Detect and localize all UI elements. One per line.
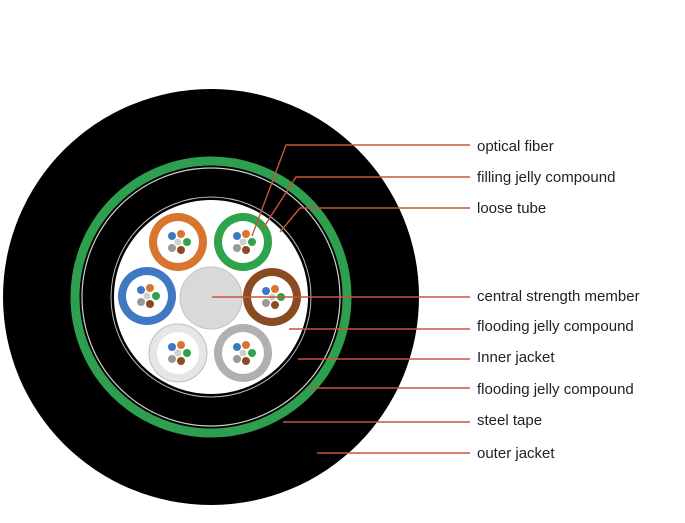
leader-loose-tube xyxy=(279,207,470,233)
label-filling-jelly-compound: filling jelly compound xyxy=(477,169,615,186)
label-optical-fiber: optical fiber xyxy=(477,138,554,155)
label-steel-tape: steel tape xyxy=(477,412,542,429)
label-inner-jacket: Inner jacket xyxy=(477,349,555,366)
loose-tube-gray xyxy=(214,324,272,382)
loose-tube-white xyxy=(148,323,208,383)
loose-tube-green xyxy=(214,213,272,271)
label-loose-tube: loose tube xyxy=(477,200,546,217)
label-flooding-jelly-compound-1: flooding jelly compound xyxy=(477,318,634,335)
label-central-strength-member: central strength member xyxy=(477,288,640,305)
leader-filling-jelly-compound xyxy=(261,176,470,231)
label-outer-jacket: outer jacket xyxy=(477,445,555,462)
leader-optical-fiber xyxy=(251,144,470,237)
label-flooding-jelly-compound-2: flooding jelly compound xyxy=(477,381,634,398)
central-strength-member xyxy=(179,266,243,330)
loose-tube-blue xyxy=(118,267,176,325)
loose-tube-orange xyxy=(149,213,207,271)
